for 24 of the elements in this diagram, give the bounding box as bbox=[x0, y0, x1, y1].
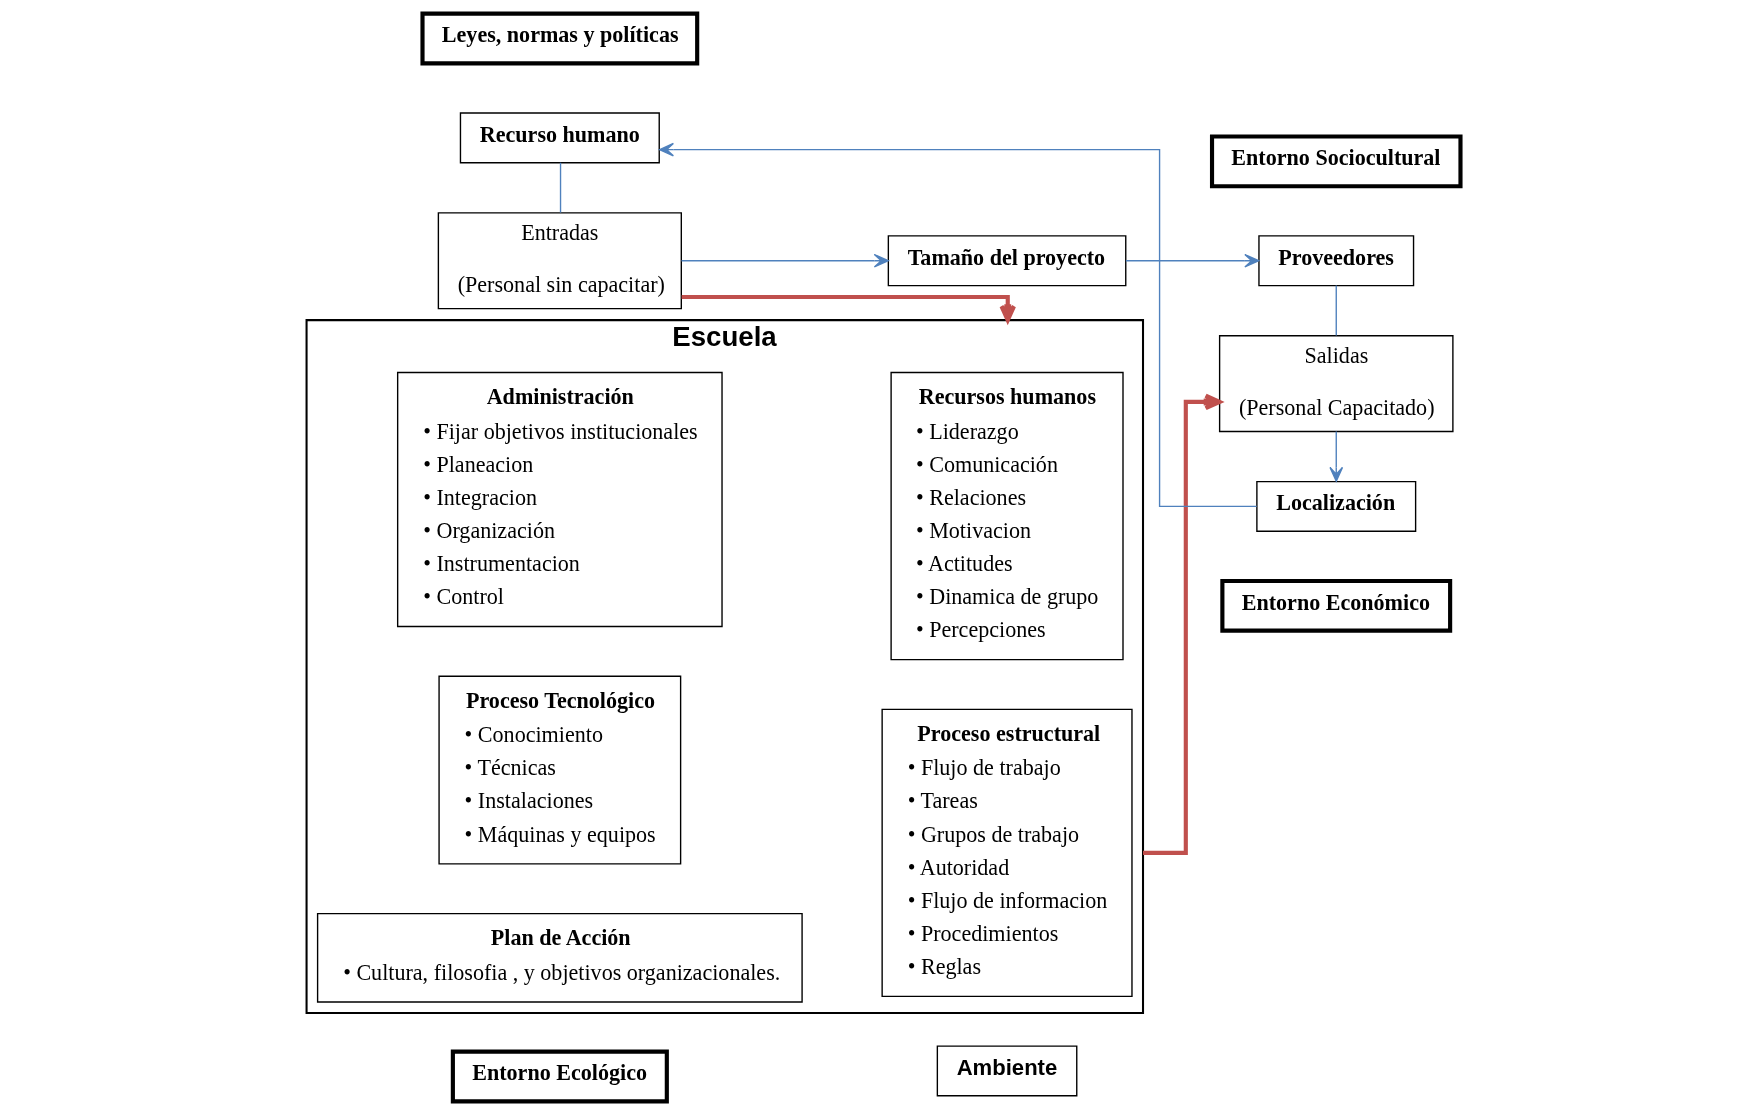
connector bbox=[559, 162, 562, 214]
node-box: Entradas (Personal sin capacitar) bbox=[437, 212, 682, 310]
arrow bbox=[681, 294, 1017, 323]
node-box: Salidas (Personal Capacitado) bbox=[1218, 335, 1454, 433]
node-box: Recurso humano bbox=[459, 112, 660, 164]
arrow bbox=[680, 253, 889, 268]
node-box: Localización bbox=[1256, 480, 1417, 532]
node-box: Ambiente bbox=[936, 1045, 1078, 1097]
arrow bbox=[658, 142, 1258, 508]
node-box: Plan de Acción • Cultura, filosofia , y objetivos organizacionales. bbox=[316, 912, 803, 1003]
node-box: Entorno Sociocultural bbox=[1209, 134, 1463, 189]
node-box: Leyes, normas y políticas bbox=[420, 11, 700, 66]
node-box: Administración • Fijar objetivos institucionales • Planeacion • Integracion • Organización • Instrumentacion • Control bbox=[396, 371, 723, 628]
node-box: Proveedores bbox=[1258, 235, 1415, 287]
connector bbox=[1335, 284, 1337, 337]
node-box: Proceso estructural • Flujo de trabajo • Tareas • Grupos de trabajo • Autoridad • Flujo de informacion • Procedimientos • Reglas bbox=[881, 708, 1133, 998]
arrow bbox=[1125, 253, 1260, 268]
node-box: Entorno Económico bbox=[1220, 578, 1453, 633]
node-box: Proceso Tecnológico • Conocimiento • Técnicas • Instalaciones • Máquinas y equipos bbox=[438, 675, 682, 865]
node-box: Tamaño del proyecto bbox=[887, 235, 1127, 287]
arrow bbox=[1143, 393, 1222, 855]
arrow bbox=[1329, 430, 1344, 482]
node-box: Recursos humanos • Liderazgo • Comunicación • Relaciones • Motivacion • Actitudes • Dinamica de grupo • Percepciones bbox=[890, 371, 1124, 661]
node-box: Entorno Ecológico bbox=[450, 1049, 669, 1104]
